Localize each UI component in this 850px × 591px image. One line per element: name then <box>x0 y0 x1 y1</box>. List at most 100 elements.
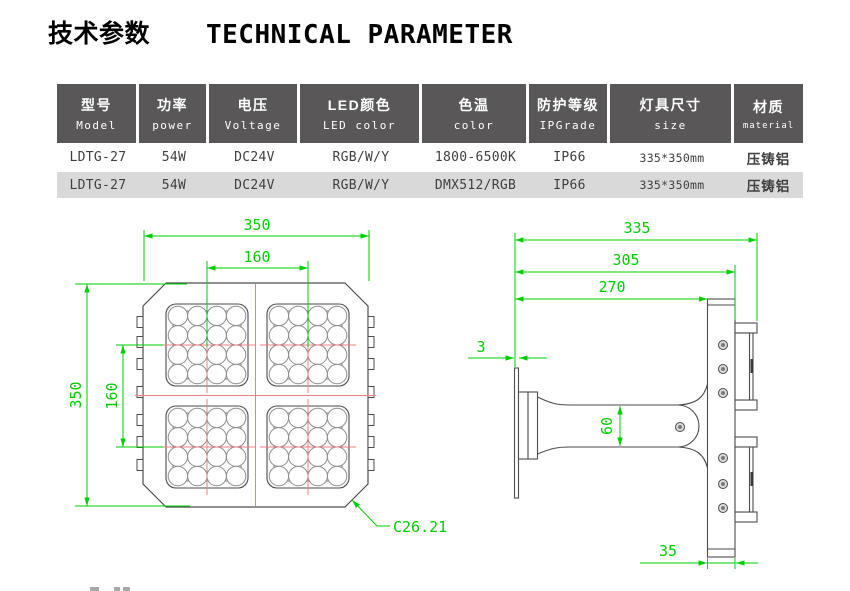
led-lens <box>225 305 247 327</box>
header-model-cn: 型号 <box>81 97 112 113</box>
dim-front-chamfer: C26.21 <box>393 518 447 536</box>
led-lens <box>326 407 348 429</box>
led-lens <box>187 344 208 365</box>
cell-ip-grade: IP66 <box>553 150 586 165</box>
led-lens <box>307 407 328 429</box>
led-lens <box>187 465 208 487</box>
led-lens <box>167 407 189 429</box>
cell-power: 54W <box>161 150 187 165</box>
dim-front-height: 350 <box>67 381 85 408</box>
header-power-cn: 功率 <box>157 97 188 113</box>
led-lens <box>206 446 227 467</box>
heatsink-tab <box>136 414 144 426</box>
header-model: 型号 Model <box>57 84 139 143</box>
led-lens <box>225 325 247 346</box>
dim-side-arm: 270 <box>598 278 625 296</box>
mounting-plate <box>513 367 520 499</box>
header-color-temp-cn: 色温 <box>458 97 490 113</box>
dim-front-width: 350 <box>243 216 270 234</box>
box-body <box>734 446 754 513</box>
screw-center <box>721 391 725 395</box>
header-power-en: power <box>152 119 193 132</box>
header-size: 灯具尺寸 size <box>610 84 734 143</box>
led-lens <box>187 407 208 429</box>
module-box-side <box>734 322 758 411</box>
side-screws <box>675 340 728 513</box>
dim-side-plate: 3 <box>476 338 485 356</box>
led-lens <box>167 344 189 365</box>
parameter-table: 型号 Model 功率 power 电压 Voltage LED颜色 LED c… <box>57 84 803 198</box>
led-lens <box>307 363 328 385</box>
dim-front-module-y: 160 <box>103 382 121 409</box>
cell-ip-grade: IP66 <box>553 177 586 193</box>
side-dimension-labels: 335 305 270 3 60 35 <box>476 219 677 560</box>
side-dimensions <box>468 233 758 569</box>
led-lens <box>326 305 348 327</box>
header-size-en: size <box>654 119 687 132</box>
led-lens <box>326 363 348 385</box>
cropped-text-fragment <box>90 587 99 591</box>
led-lens <box>268 427 290 448</box>
header-ip-grade-cn: 防护等级 <box>537 97 599 113</box>
led-lens <box>187 305 208 327</box>
screw-center <box>721 506 725 510</box>
led-lens <box>206 465 227 487</box>
led-lens <box>326 465 348 487</box>
header-color-temp-en: color <box>453 119 495 132</box>
header-power: 功率 power <box>139 84 209 143</box>
cropped-text-fragment <box>123 587 130 591</box>
heatsink-tab <box>367 316 375 328</box>
screw-center <box>721 367 725 371</box>
screw-center <box>721 343 725 347</box>
arm-top-edge <box>537 396 678 406</box>
page-title-en: TECHNICAL PARAMETER <box>206 20 513 50</box>
led-lens <box>307 325 328 346</box>
led-lens <box>187 363 208 385</box>
dim-front-module-x: 160 <box>243 248 270 266</box>
led-lens <box>307 344 328 365</box>
led-lens <box>167 427 189 448</box>
cell-voltage: DC24V <box>234 150 275 165</box>
cropped-text-fragment <box>114 587 120 591</box>
heatsink-tab <box>136 436 144 448</box>
header-led-color: LED颜色 LED color <box>300 84 422 143</box>
led-module <box>260 399 356 495</box>
header-ip-grade: 防护等级 IPGrade <box>529 84 610 143</box>
led-lens <box>225 446 247 467</box>
heatsink-tab <box>136 459 144 471</box>
cell-size: 335*350mm <box>639 150 705 165</box>
led-module <box>159 399 255 495</box>
led-lens <box>288 427 309 448</box>
led-lens <box>206 344 227 365</box>
dim-side-body: 305 <box>612 251 639 269</box>
cell-led-color: RGB/W/Y <box>332 150 390 165</box>
arm-fillet-top <box>677 383 709 406</box>
led-lens <box>225 427 247 448</box>
table-header-row: 型号 Model 功率 power 电压 Voltage LED颜色 LED c… <box>57 84 803 143</box>
led-lens <box>167 305 189 327</box>
led-lens <box>326 344 348 365</box>
cell-led-color: RGB/W/Y <box>332 177 390 193</box>
led-lens <box>288 344 309 365</box>
led-lens <box>268 325 290 346</box>
led-lens <box>167 325 189 346</box>
led-lens <box>307 427 328 448</box>
led-lens <box>288 305 309 327</box>
header-size-cn: 灯具尺寸 <box>639 97 702 113</box>
led-lens <box>167 465 189 487</box>
header-voltage: 电压 Voltage <box>209 84 300 143</box>
heatsink-tabs <box>136 316 375 471</box>
table-row: LDTG-27 54W DC24V RGB/W/Y DMX512/RGB IP6… <box>57 172 803 198</box>
header-material-cn: 材质 <box>753 98 784 115</box>
side-view-drawing: 335 305 270 3 60 35 <box>468 219 758 569</box>
front-view-drawing: 350 160 350 160 C26.21 <box>67 216 447 536</box>
box-flange <box>734 399 758 411</box>
heatsink-tab <box>367 336 375 348</box>
screw-center <box>721 456 725 460</box>
chamfer-leader-line <box>351 499 390 527</box>
cell-color-temp: DMX512/RGB <box>434 177 517 193</box>
page-title-cn: 技术参数 <box>48 20 151 48</box>
led-lens <box>225 407 247 429</box>
